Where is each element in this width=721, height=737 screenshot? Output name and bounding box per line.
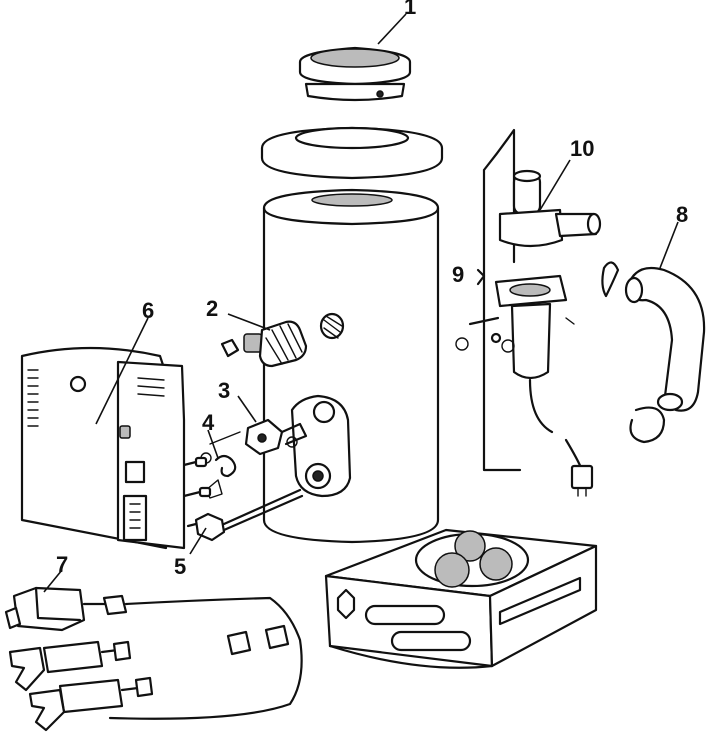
callout-1: 1 bbox=[404, 0, 416, 19]
callout-9: 9 bbox=[452, 262, 464, 287]
part-3-overheat-sensor bbox=[209, 418, 308, 456]
part-9-pump-mount bbox=[455, 268, 594, 497]
part-7-wiring-harness bbox=[4, 586, 303, 732]
heater-cylinder bbox=[262, 188, 440, 544]
flange-ring bbox=[260, 126, 444, 180]
part-8-hose bbox=[601, 261, 706, 444]
mounting-bracket bbox=[324, 528, 598, 669]
callout-6: 6 bbox=[142, 298, 154, 323]
part-1-top-cap bbox=[298, 46, 412, 102]
callout-3: 3 bbox=[218, 378, 230, 403]
callout-2: 2 bbox=[206, 296, 218, 321]
callout-5: 5 bbox=[174, 554, 186, 579]
leader-lines bbox=[43, 13, 679, 593]
callout-4: 4 bbox=[202, 410, 215, 435]
part-2-glow-plug bbox=[220, 312, 345, 368]
callout-8: 8 bbox=[676, 202, 688, 227]
callout-7: 7 bbox=[56, 552, 68, 577]
callout-10: 10 bbox=[570, 136, 594, 161]
part-10-pump bbox=[482, 128, 602, 472]
part-5-flame-sensor bbox=[186, 488, 304, 542]
part-6-control-cover bbox=[20, 346, 186, 550]
